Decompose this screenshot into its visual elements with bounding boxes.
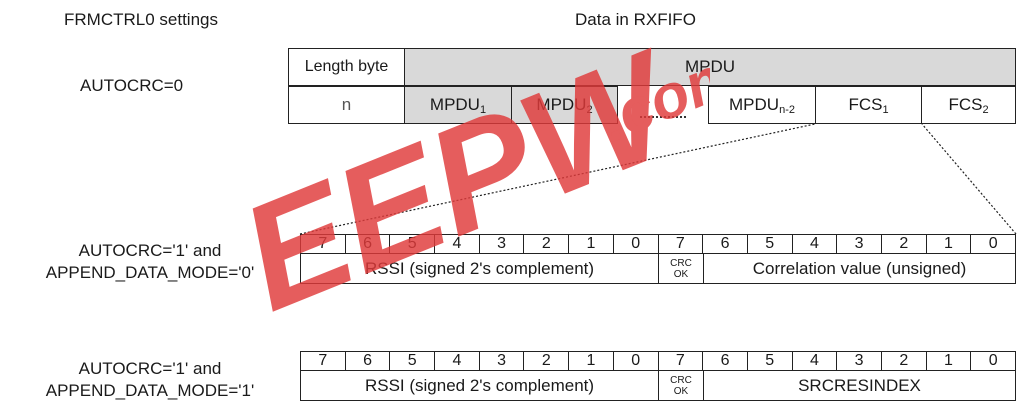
mode0-field-row: RSSI (signed 2's complement) CRC OK Corr… — [300, 254, 1016, 284]
n-cell: n — [288, 86, 405, 124]
mode0-crc-ok-field: CRC OK — [659, 254, 704, 283]
mode1-bit: 5 — [390, 352, 436, 370]
settings-heading: FRMCTRL0 settings — [64, 10, 218, 29]
mode0-bit: 4 — [793, 235, 838, 253]
mode0-bit: 1 — [569, 235, 614, 253]
mode0-bit: 7 — [659, 235, 704, 253]
length-byte-text: Length byte — [304, 58, 389, 75]
mode1-bit: 0 — [988, 352, 998, 369]
mode1-crc-ok-field: CRC OK — [659, 371, 704, 400]
mpdu2-cell: MPDU2 — [511, 86, 618, 124]
mode1-crc-text: CRC — [670, 374, 692, 386]
mode1-bit: 0 — [614, 352, 659, 370]
mpdun2-cell: MPDUn-2 — [708, 86, 816, 124]
mode1-bit: 1 — [927, 352, 972, 370]
mode0-correlation-field: Correlation value (unsigned) — [752, 258, 967, 278]
mode1-bit: 5 — [748, 352, 793, 370]
mode1-label-line1: AUTOCRC='1' and — [78, 359, 222, 378]
mode1-ok-text: OK — [673, 385, 689, 397]
mode1-bit-row: 7 6 5 4 3 2 1 0 7 6 5 4 3 2 1 0 — [300, 351, 1016, 371]
mode0-crc-text: CRC — [670, 257, 692, 269]
mode1-bit: 1 — [569, 352, 614, 370]
n-text: n — [341, 95, 352, 114]
mode1-bit: 3 — [837, 352, 882, 370]
mode1-field-row: RSSI (signed 2's complement) CRC OK SRCR… — [300, 371, 1016, 401]
autocrc0-label: AUTOCRC=0 — [80, 76, 184, 95]
mpdu1-text: MPDU1 — [429, 95, 487, 116]
mpdu2-text: MPDU2 — [536, 95, 593, 116]
mode1-bit: 7 — [659, 352, 704, 370]
mode0-label-line1: AUTOCRC='1' and — [78, 241, 222, 260]
mode1-bit: 7 — [301, 352, 346, 370]
length-byte-cell: Length byte — [288, 48, 405, 86]
mode0-bit: 2 — [524, 235, 570, 253]
mode0-bit: 3 — [480, 235, 525, 253]
mode1-bit: 3 — [480, 352, 525, 370]
mode0-bit: 0 — [614, 235, 659, 253]
mode0-ok-text: OK — [673, 268, 689, 280]
mode1-label-line2: APPEND_DATA_MODE='1' — [45, 381, 255, 400]
mode0-bit: 5 — [390, 235, 436, 253]
mode0-rssi-field: RSSI (signed 2's complement) — [301, 254, 659, 283]
mode0-bit: 6 — [346, 235, 391, 253]
mode1-srcresindex-field: SRCRESINDEX — [798, 375, 921, 395]
mode0-bit: 2 — [882, 235, 927, 253]
mode0-label-line2: APPEND_DATA_MODE='0' — [45, 263, 255, 282]
fcs1-text: FCS1 — [848, 95, 889, 116]
mode1-bit: 4 — [435, 352, 480, 370]
fcs1-cell: FCS1 — [815, 86, 922, 124]
mode1-bit: 4 — [793, 352, 838, 370]
mpdu-header-cell: MPDU — [404, 48, 1016, 86]
mode0-bit: 0 — [988, 235, 998, 252]
mpdu1-cell: MPDU1 — [404, 86, 512, 124]
mode1-bit: 6 — [346, 352, 391, 370]
mode1-rssi-field: RSSI (signed 2's complement) — [301, 371, 659, 400]
mode1-bit: 2 — [882, 352, 927, 370]
mode1-bit: 6 — [703, 352, 748, 370]
fcs2-cell: FCS2 — [921, 86, 1016, 124]
mpdun2-text: MPDUn-2 — [729, 95, 795, 116]
mode0-bit: 1 — [927, 235, 972, 253]
mode0-bit: 3 — [837, 235, 882, 253]
mode0-bit: 4 — [435, 235, 480, 253]
mode0-bit: 7 — [301, 235, 346, 253]
mode0-bit-row: 7 6 5 4 3 2 1 0 7 6 5 4 3 2 1 0 — [300, 234, 1016, 254]
mode0-bit: 6 — [703, 235, 748, 253]
mode1-bit: 2 — [524, 352, 570, 370]
mpdu-header-text: MPDU — [684, 57, 736, 76]
rxfifo-heading: Data in RXFIFO — [575, 10, 696, 29]
fcs2-text: FCS2 — [948, 95, 989, 116]
ellipsis-dots — [640, 116, 686, 118]
mode0-bit: 5 — [748, 235, 793, 253]
